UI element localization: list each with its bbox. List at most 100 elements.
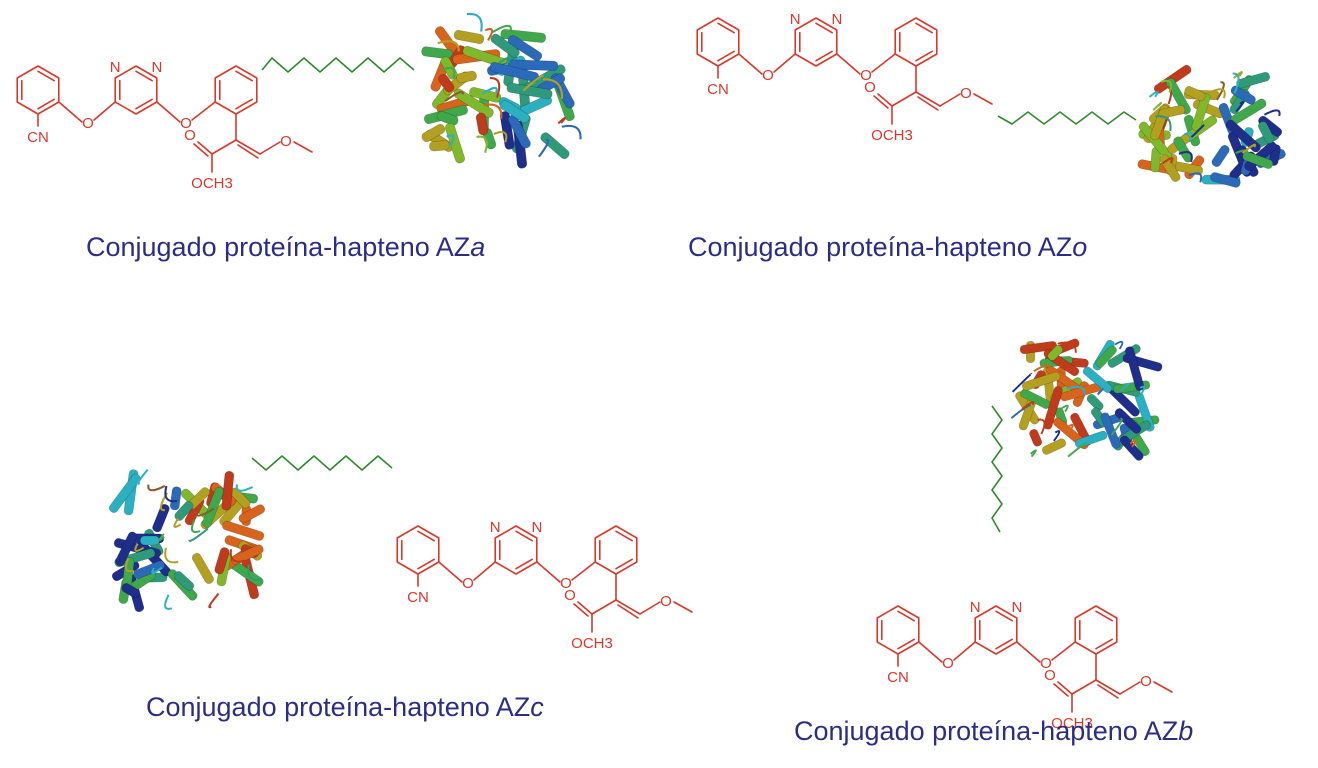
protein-loop [1183,131,1193,143]
protein-loop [1152,102,1163,111]
methoxy-bond [259,141,281,155]
protein-helix [438,73,455,93]
protein-helix [121,583,140,598]
pyrimidine-ring [974,605,1018,655]
cyanophenyl-ring [396,525,440,575]
pyrimidine-ring-double-bond [995,638,1014,650]
protein-loop [491,24,512,34]
protein-loop [1178,151,1193,163]
protein-loop [164,547,179,564]
caption-azc-text: Conjugado proteína-hapteno AZ [146,692,531,722]
ether-bond-3 [1016,641,1041,663]
ether-bond-3 [836,53,861,75]
protein-loop [1059,404,1069,413]
vinyl-bond [915,91,941,107]
protein-loop [1021,401,1035,411]
phenyl-ring-double-bond [915,50,934,62]
aza-protein-cluster [421,12,582,169]
methyl-bond [1153,681,1173,693]
azc-linker-chain [251,455,393,471]
methoxy-bond [939,93,961,107]
protein-loop [147,484,166,492]
nitrogen-label-1: N [970,599,981,616]
protein-helix [1082,366,1113,393]
methoxy-oxygen-label: O [960,85,972,102]
protein-helix [191,552,214,584]
protein-loop [444,91,464,102]
protein-helix [500,28,547,43]
protein-helix [1029,429,1043,447]
nitrile-label: CN [27,129,49,146]
oxygen-label-1: O [942,655,954,672]
carbonyl-double [573,603,589,617]
carbonyl-double [873,95,889,109]
protein-loop [484,27,494,41]
protein-loop [1063,423,1074,431]
protein-helix [1225,119,1261,153]
protein-loop [151,566,163,574]
protein-loop [446,134,455,148]
protein-helix [221,471,235,511]
protein-helix [1095,345,1117,368]
oxygen-label-2: O [180,115,192,132]
caption-aza-text: Conjugado proteína-hapteno AZ [86,232,471,262]
protein-helix [1021,371,1061,391]
protein-helix [214,547,230,575]
ether-bond-3 [156,101,181,123]
phenyl-ring-double-bond [615,530,634,542]
ether-bond-1 [438,561,463,583]
aza-linker-chain [261,57,415,73]
protein-helix [506,82,553,100]
protein-helix [115,531,138,567]
protein-loop [542,78,563,99]
methyl-bond [673,601,693,613]
cyanophenyl-ring-double-bond [37,98,56,110]
cyanophenyl-ring-double-bond [417,530,436,542]
protein-helix [1041,438,1067,455]
protein-loop [1067,442,1088,458]
nitrile-label: CN [707,81,729,98]
protein-loop [1119,382,1130,392]
protein-loop [1114,340,1124,350]
nitrogen-label-2: N [831,11,842,28]
protein-helix [453,29,485,44]
methyl-ester-label: OCH3 [871,127,913,144]
protein-helix [1114,408,1142,434]
ether-bond-4 [871,53,896,73]
phenyl-ring [1074,605,1118,655]
methyl-bond [293,141,313,153]
protein-loop [1053,430,1061,442]
protein-loop [1216,81,1225,101]
ether-bond-1 [918,641,943,663]
vinyl-bond [235,139,261,155]
protein-loop [1155,115,1172,132]
protein-helix [1086,393,1104,411]
oxygen-label-1: O [82,115,94,132]
cyanophenyl-ring-double-bond [897,638,916,650]
carbonyl-double [193,143,209,157]
protein-loop [561,124,582,140]
cyanophenyl-ring [16,65,60,115]
protein-loop [235,484,253,492]
protein-helix [1210,172,1241,188]
caption-aza-suffix: a [470,232,486,262]
ether-bond-2 [953,641,976,661]
protein-helix [1230,85,1256,105]
oxygen-label-2: O [560,575,572,592]
protein-loop [1097,388,1104,396]
vinyl-double [1097,684,1119,699]
pyrimidine-ring [794,17,838,67]
caption-azo: Conjugado proteína-hapteno AZo [688,232,1087,263]
pyrimidine-ring-double-bond [515,530,534,542]
protein-helix [507,59,559,71]
methyl-ester-label: OCH3 [191,175,233,192]
protein-helix [1100,412,1121,449]
ether-bond-4 [191,101,216,121]
protein-helix [1125,346,1145,391]
ether-bond-2 [473,561,496,581]
protein-helix [1074,430,1108,449]
azb-linker-chain [991,405,1003,533]
